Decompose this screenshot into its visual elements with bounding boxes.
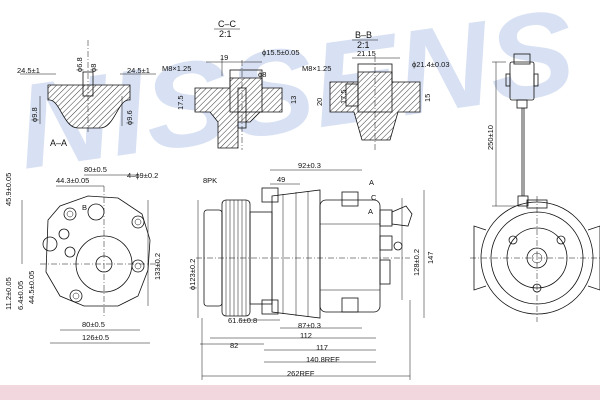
bb-depth: 21.15	[357, 49, 376, 58]
front-left-4: 44.5±0.05	[27, 271, 36, 304]
side-dim-82: 82	[230, 341, 238, 350]
cc-depth: 19	[220, 53, 228, 62]
front-offset: 44.3±0.05	[56, 176, 89, 185]
bb-side-right: 15	[423, 94, 432, 102]
section-cc: C–C 2:1 M8×1.25 19 ϕ15.5±0.05 ϕ8 17.5 13	[162, 19, 300, 150]
aa-hole-b: ϕ8	[89, 64, 98, 72]
rear-cable-length: 250±10	[486, 125, 495, 150]
front-top-width: 80±0.5	[84, 165, 107, 174]
bb-thread: M8×1.25	[302, 64, 331, 73]
side-dim-112: 112	[300, 331, 312, 340]
cc-title: C–C	[218, 19, 237, 29]
front-holes: 4–ϕ9±0.2	[127, 171, 158, 180]
side-height-2: 147	[426, 251, 435, 264]
front-left-1: 45.9±0.05	[4, 173, 13, 206]
front-height: 133±0.2	[153, 253, 162, 280]
bottom-band	[0, 385, 600, 400]
cc-thread: M8×1.25	[162, 64, 191, 73]
side-top-2: 92±0.3	[298, 161, 321, 170]
side-view: 8PK ϕ123±0.2 49 92±0.3 A A C 128±0.2 147…	[188, 161, 435, 380]
aa-title: A–A	[50, 138, 67, 148]
side-label-c: C	[371, 193, 377, 202]
side-dim-262: 262REF	[287, 369, 315, 378]
side-belt: 8PK	[203, 176, 217, 185]
side-label-a: A	[369, 178, 374, 187]
aa-hole-a: ϕ6.8	[75, 57, 84, 72]
cc-side-left: 17.5	[176, 95, 185, 110]
cc-scale: 2:1	[219, 29, 232, 39]
cc-side-right: 13	[289, 96, 298, 104]
section-aa: 24.5±1 24.5±1 ϕ6.8 ϕ8 ϕ9.8 ϕ9.6 A–A	[17, 40, 156, 148]
bb-side-left: 20	[315, 98, 324, 106]
side-dim-117: 117	[316, 343, 328, 352]
bb-scale: 2:1	[357, 40, 370, 50]
rear-view: 250±10	[470, 53, 600, 322]
cc-bore: ϕ15.5±0.05	[262, 48, 300, 57]
aa-side-right: ϕ9.6	[125, 110, 134, 125]
side-top-1: 49	[277, 175, 285, 184]
aa-dim-left: 24.5±1	[17, 66, 40, 75]
bb-side-mid: 17.5	[339, 89, 348, 104]
side-dim-616: 61.6±0.8	[228, 316, 257, 325]
aa-dim-right: 24.5±1	[127, 66, 150, 75]
aa-side-left: ϕ9.8	[30, 107, 39, 122]
front-view: 80±0.5 44.3±0.05 4–ϕ9±0.2 B 45.9±0.05 11…	[4, 165, 162, 344]
front-bottom-1: 80±0.5	[82, 320, 105, 329]
front-bottom-2: 126±0.5	[82, 333, 109, 342]
front-left-3: 6.4±0.05	[16, 281, 25, 310]
cc-hole: ϕ8	[258, 70, 266, 79]
side-label-a2: A	[368, 207, 373, 216]
side-height-1: 128±0.2	[412, 249, 421, 276]
side-dim-87: 87±0.3	[298, 321, 321, 330]
side-pulley-dia: ϕ123±0.2	[188, 259, 197, 290]
front-left-2: 11.2±0.05	[4, 277, 13, 310]
section-bb: B–B 2:1 M8×1.25 21.15 ϕ21.4±0.03 20 17.5…	[302, 30, 450, 150]
front-label-b: B	[82, 203, 87, 212]
bb-bore: ϕ21.4±0.03	[412, 60, 450, 69]
side-dim-1408: 140.8REF	[306, 355, 340, 364]
bb-title: B–B	[355, 30, 372, 40]
